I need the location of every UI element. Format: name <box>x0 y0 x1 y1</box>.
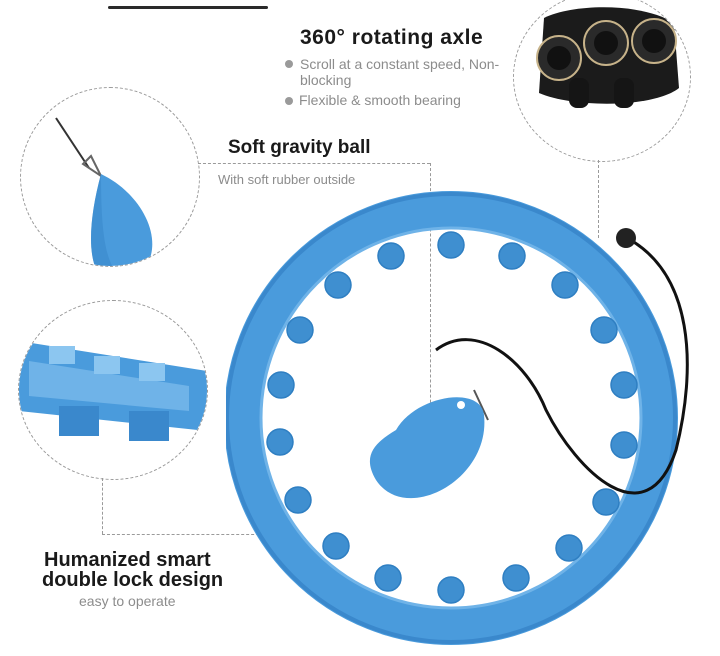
bearing-connector-line <box>598 160 599 238</box>
lock-subtitle: easy to operate <box>79 593 176 609</box>
bullet-dot-icon <box>285 60 293 68</box>
ball-title: Soft gravity ball <box>228 137 371 158</box>
lock-image <box>19 341 207 441</box>
gravity-ball-detail-circle <box>20 87 200 267</box>
top-divider-line <box>108 6 268 9</box>
ball-divider <box>198 163 430 164</box>
gravity-ball-image <box>55 117 153 266</box>
axle-bullet-text: Scroll at a constant speed, Non-blocking <box>300 56 500 88</box>
bearing-detail-circle <box>513 0 691 162</box>
axle-bullet-2: Flexible & smooth bearing <box>285 92 461 108</box>
lock-title-line2: double lock design <box>42 569 224 591</box>
axle-title: 360° rotating axle <box>300 26 484 49</box>
axle-bullet-text: Flexible & smooth bearing <box>299 92 461 108</box>
lock-connector-horizontal <box>102 534 274 535</box>
hoop-knobs <box>266 231 638 604</box>
lock-detail-circle <box>18 300 208 480</box>
bearing-image <box>514 0 690 161</box>
ball-subtitle: With soft rubber outside <box>218 172 356 187</box>
hula-hoop-image <box>226 191 689 645</box>
bullet-dot-icon <box>285 97 293 106</box>
ball-connector-line <box>430 163 431 458</box>
lock-title-line1: Humanized smart <box>44 549 211 571</box>
axle-bullet-1: Scroll at a constant speed, Non-blocking <box>285 56 510 88</box>
lock-connector-vertical <box>102 478 103 534</box>
